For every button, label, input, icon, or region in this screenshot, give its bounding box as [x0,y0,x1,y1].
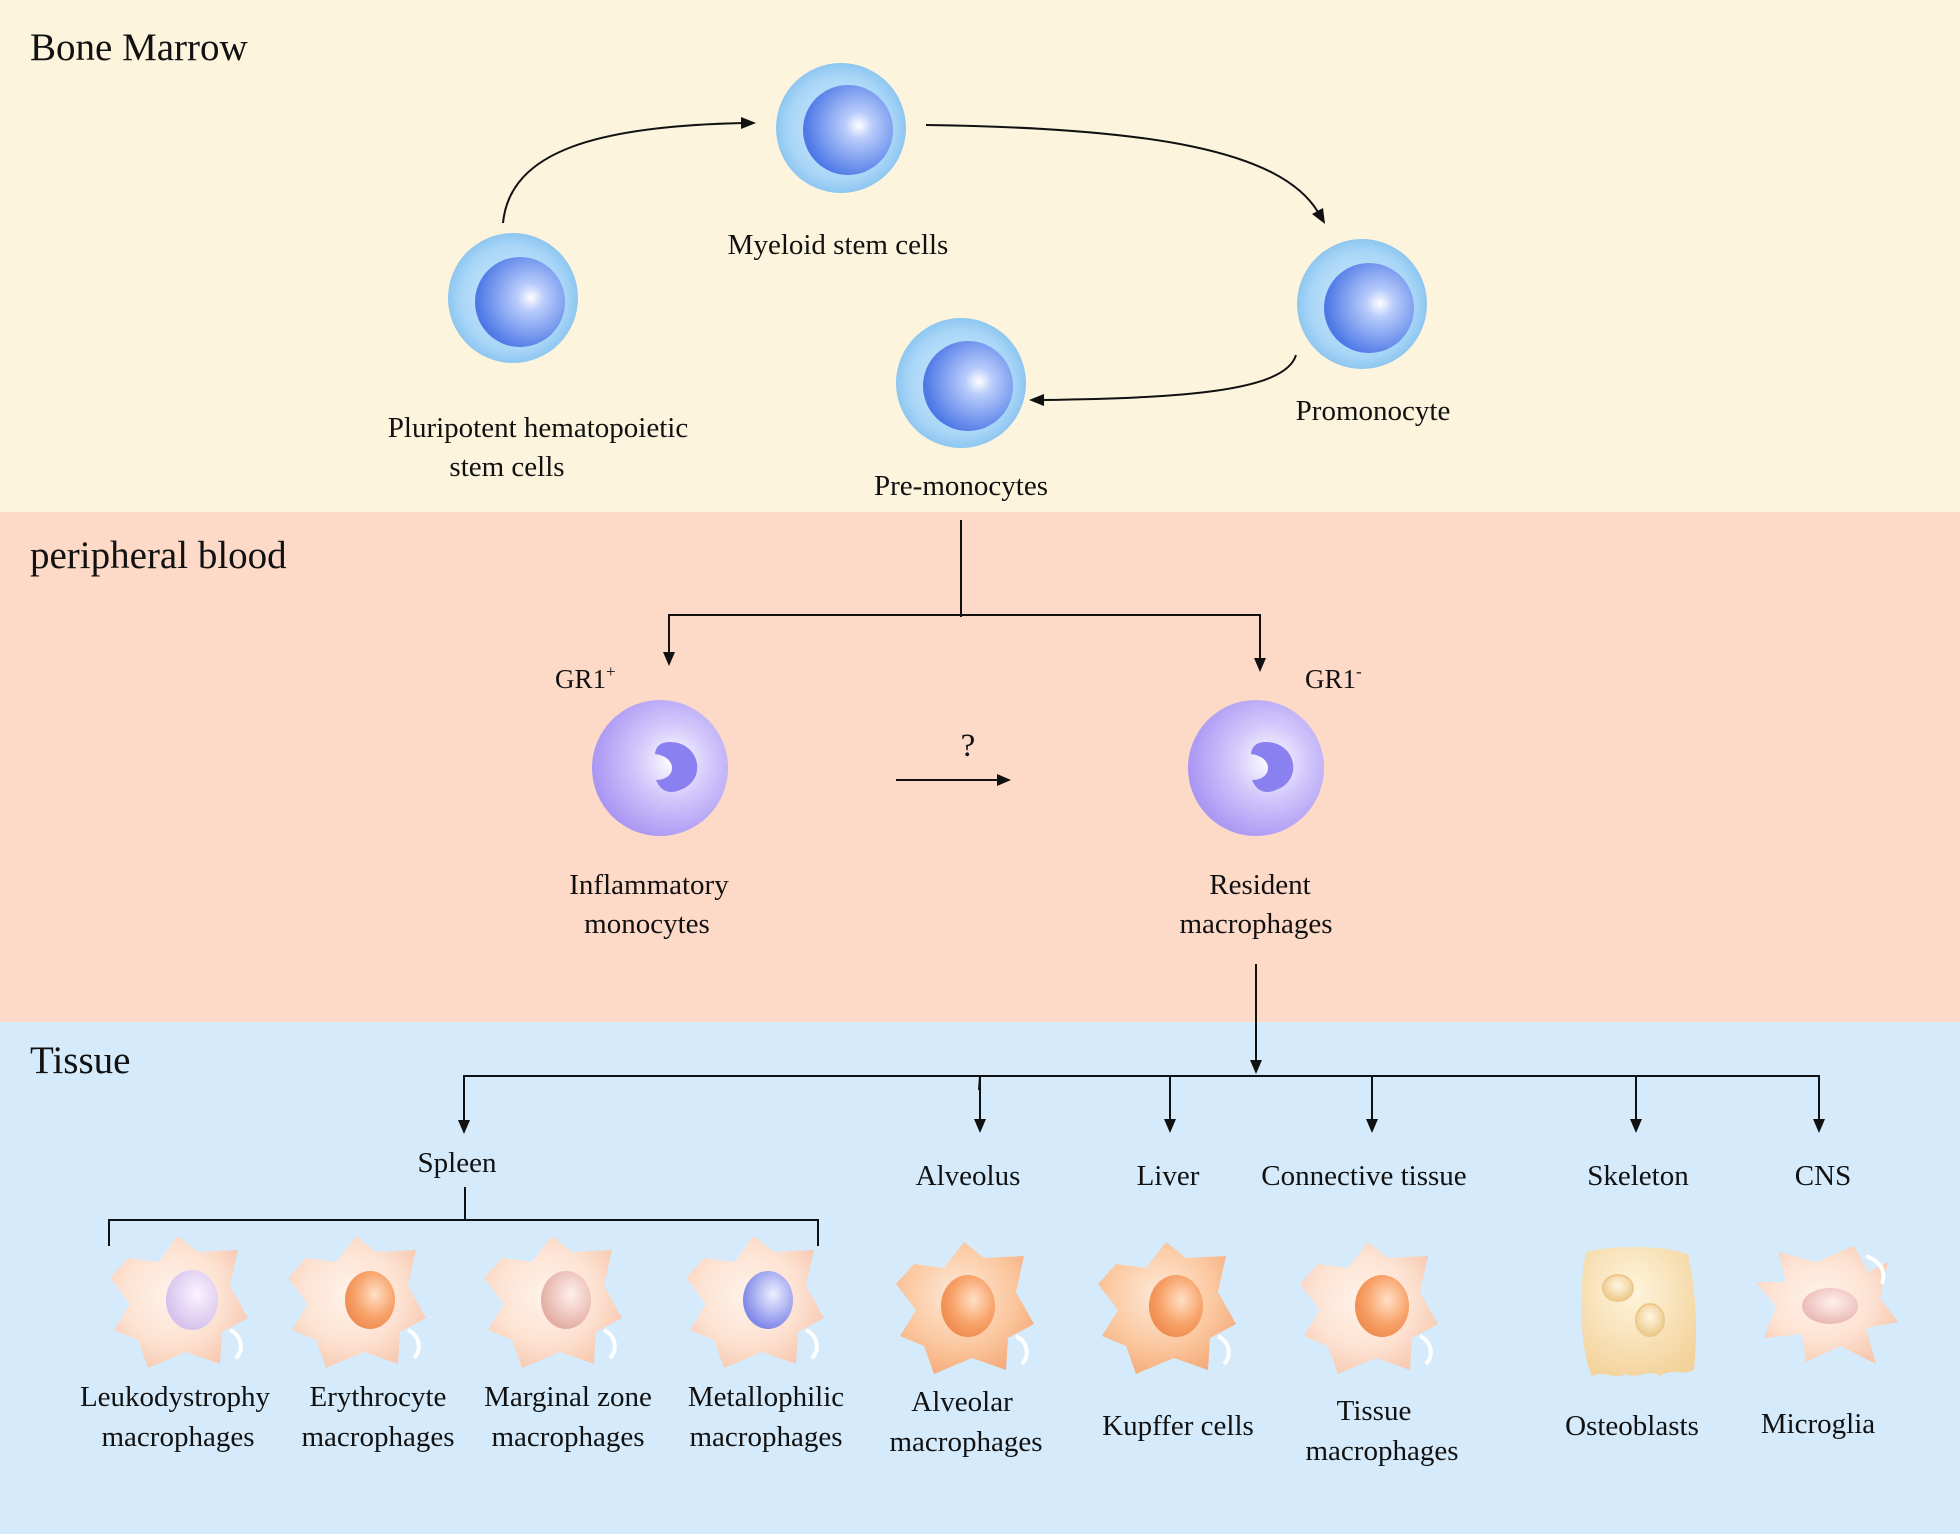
site-alveolus: Alveolus [916,1160,1021,1192]
arrow-promonocyte-to-premonocyte [1029,354,1297,406]
kupffer-cell [1098,1242,1236,1374]
myeloid-stem-label: Myeloid stem cells [728,229,949,261]
premonocytes-label: Pre-monocytes [874,470,1048,502]
gr1-minus-label: GR1- [1305,662,1362,694]
resident-label-line2: macrophages [1180,908,1333,940]
peripheral-blood-section [0,512,1960,1022]
arrow-myeloid-to-promonocyte [925,124,1325,224]
tissue-macrophage-cell [1300,1242,1438,1374]
site-spleen: Spleen [418,1147,497,1179]
peripheral-blood-title: peripheral blood [30,534,287,577]
erythrocyte-label-line1: Erythrocyte [310,1381,447,1413]
gr1-plus-label: GR1+ [555,662,616,694]
tissue-macrophage-label-line1: Tissue [1337,1395,1412,1427]
osteoblast-cell [1581,1247,1696,1376]
spleen-bracket [108,1187,819,1246]
bone-marrow-title: Bone Marrow [30,26,248,69]
inflammatory-monocyte-cell [592,700,728,836]
arrow-pluripotent-to-myeloid [502,117,756,224]
site-skeleton: Skeleton [1587,1160,1689,1192]
tissue-title: Tissue [30,1039,130,1082]
metallophilic-macrophage-cell [686,1236,824,1368]
resident-macrophage-cell [1188,700,1324,836]
alveolar-label-line2: macrophages [890,1426,1043,1458]
marginal-zone-label-line1: Marginal zone [484,1381,652,1413]
myeloid-stem-cell [776,63,906,193]
pluripotent-label-line2: stem cells [449,451,564,483]
microglia-cell [1756,1246,1898,1364]
tissue-macrophage-label-line2: macrophages [1306,1435,1459,1467]
resident-label-line1: Resident [1209,869,1311,901]
metallophilic-label-line1: Metallophilic [688,1381,844,1413]
leukodystrophy-label-line2: macrophages [102,1421,255,1453]
inflammatory-label-line1: Inflammatory [569,869,729,901]
alveolar-macrophage-cell [896,1242,1034,1374]
leukodystrophy-label-line1: Leukodystrophy [80,1381,271,1413]
erythrocyte-macrophage-cell [288,1236,426,1368]
alveolar-label-line1: Alveolar [911,1386,1013,1418]
inflammatory-label-line2: monocytes [584,908,710,940]
marginal-zone-label-line2: macrophages [492,1421,645,1453]
pluripotent-stem-cell [448,233,578,363]
osteoblasts-label: Osteoblasts [1565,1410,1699,1442]
site-cns: CNS [1795,1160,1851,1192]
pluripotent-label-line1: Pluripotent hematopoietic [388,412,688,444]
marginal-zone-macrophage-cell [484,1236,622,1368]
microglia-label: Microglia [1761,1408,1875,1440]
kupffer-label: Kupffer cells [1102,1410,1254,1442]
site-liver: Liver [1137,1160,1200,1192]
metallophilic-label-line2: macrophages [690,1421,843,1453]
arrow-inflammatory-to-resident [896,774,1011,786]
question-mark: ? [961,728,976,764]
premonocyte-cell [896,318,1026,448]
erythrocyte-label-line2: macrophages [302,1421,455,1453]
branch-premonocyte-to-blood [663,520,1266,672]
promonocyte-label: Promonocyte [1296,395,1451,427]
branch-resident-to-tissue [458,964,1825,1134]
leukodystrophy-macrophage-cell [110,1236,248,1368]
site-connective-tissue: Connective tissue [1261,1160,1466,1192]
promonocyte-cell [1297,239,1427,369]
